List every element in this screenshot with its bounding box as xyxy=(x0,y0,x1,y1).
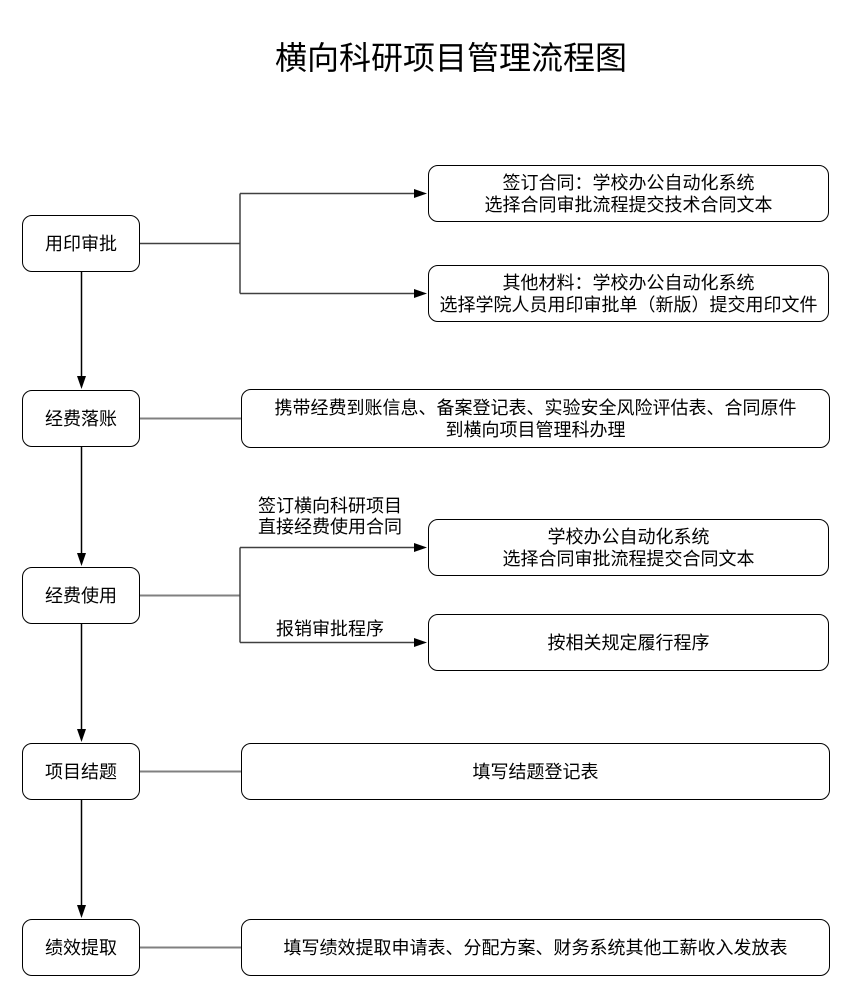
funding-arrival-detail-box: 携带经费到账信息、备案登记表、实验安全风险评估表、合同原件 到横向项目管理科办理 xyxy=(241,389,830,448)
reimburse-edge-label: 报销审批程序 xyxy=(246,619,414,640)
seal-branch-edges xyxy=(140,189,427,298)
stage-label: 经费使用 xyxy=(45,585,117,606)
box-text-line: 填写结题登记表 xyxy=(472,761,599,782)
edge-label-line: 签订横向科研项目 xyxy=(258,496,402,516)
box-text-line: 填写绩效提取申请表、分配方案、财务系统其他工薪收入发放表 xyxy=(283,937,788,958)
contract-edge-label: 签订横向科研项目 直接经费使用合同 xyxy=(246,496,414,538)
box-text-line: 到横向项目管理科办理 xyxy=(445,419,626,440)
flow-arrow-stage1-stage2 xyxy=(77,272,86,389)
other-materials-box: 其他材料：学校办公自动化系统 选择学院人员用印审批单（新版）提交用印文件 xyxy=(428,265,829,322)
stage-label: 项目结题 xyxy=(45,761,117,782)
flow-arrow-stage2-stage3 xyxy=(77,447,86,566)
flow-arrow-stage4-stage5 xyxy=(77,800,86,918)
edge-label-line: 报销审批程序 xyxy=(276,619,384,639)
stage-box-funding-usage: 经费使用 xyxy=(22,567,140,624)
stage-box-funding-arrival: 经费落账 xyxy=(22,390,140,447)
stage-label: 经费落账 xyxy=(45,408,117,429)
stage-label: 用印审批 xyxy=(45,233,117,254)
box-text-line: 签订合同：学校办公自动化系统 xyxy=(502,172,755,193)
box-text-line: 学校办公自动化系统 xyxy=(547,526,710,547)
performance-detail-box: 填写绩效提取申请表、分配方案、财务系统其他工薪收入发放表 xyxy=(241,919,830,976)
box-text-line: 选择学院人员用印审批单（新版）提交用印文件 xyxy=(439,294,818,315)
procedure-box: 按相关规定履行程序 xyxy=(428,614,829,671)
closure-detail-box: 填写结题登记表 xyxy=(241,743,830,800)
box-text-line: 按相关规定履行程序 xyxy=(547,632,710,653)
flowchart-title: 横向科研项目管理流程图 xyxy=(274,40,627,76)
stage-box-performance-withdrawal: 绩效提取 xyxy=(22,919,140,976)
box-text-line: 选择合同审批流程提交合同文本 xyxy=(502,548,755,569)
flow-arrow-stage3-stage4 xyxy=(77,624,86,742)
stage-box-seal-approval: 用印审批 xyxy=(22,215,140,272)
box-text-line: 其他材料：学校办公自动化系统 xyxy=(502,272,755,293)
stage-box-project-closure: 项目结题 xyxy=(22,743,140,800)
stage-label: 绩效提取 xyxy=(45,937,117,958)
edge-label-line: 直接经费使用合同 xyxy=(258,517,402,537)
contract-signing-box: 签订合同：学校办公自动化系统 选择合同审批流程提交技术合同文本 xyxy=(428,165,829,222)
box-text-line: 携带经费到账信息、备案登记表、实验安全风险评估表、合同原件 xyxy=(274,397,797,418)
box-text-line: 选择合同审批流程提交技术合同文本 xyxy=(484,194,773,215)
oa-system-box: 学校办公自动化系统 选择合同审批流程提交合同文本 xyxy=(428,519,829,576)
